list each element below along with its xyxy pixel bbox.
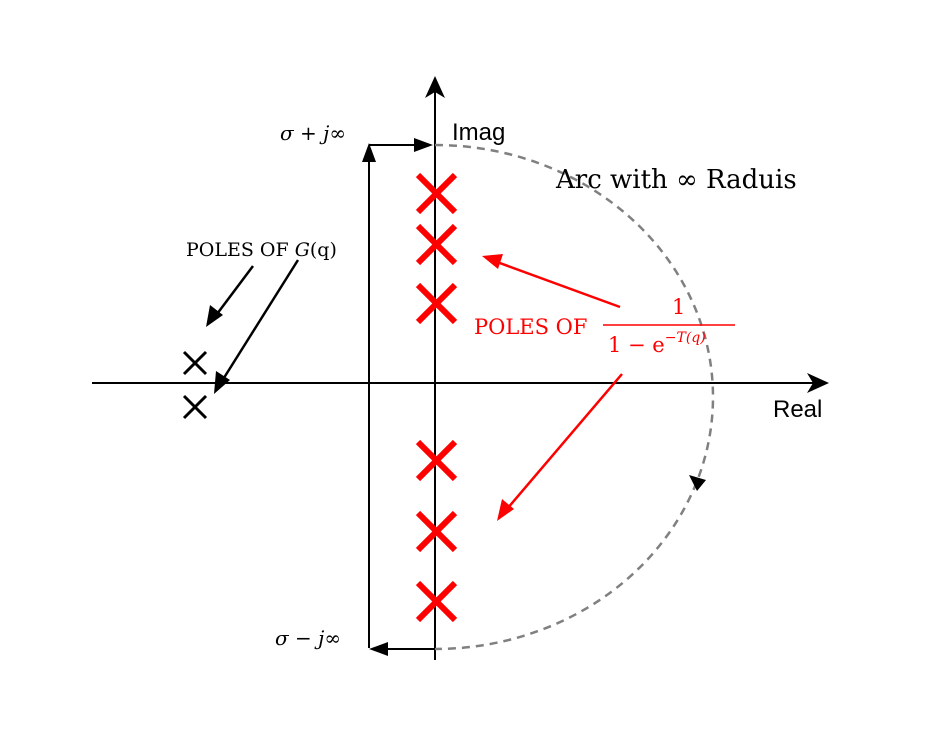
real-axis-arrowhead [807,373,829,393]
periodic-pole-5 [415,510,458,553]
arc-label: Arc with ∞ Raduis [555,165,797,195]
imag-axis-label: Imag [452,119,505,146]
g-poles-arrowhead-upper [206,305,223,327]
g-poles-label: POLES OF G(q) [186,239,337,261]
g-poles-label-prefix: POLES OF [186,239,295,261]
g-poles-arrow-lower [220,259,300,382]
g-poles-arrow-upper [216,265,254,315]
contour-bottom-arrowhead [369,642,388,656]
g-pole-upper [182,350,208,376]
periodic-poles-arrow-upper [496,260,621,309]
periodic-poles-arrowhead-lower [497,499,514,521]
infinite-radius-arc [434,143,715,651]
contour-top-label: σ + j∞ [280,121,346,145]
periodic-poles [415,172,458,623]
periodic-poles-arrow-lower [506,373,623,510]
g-pole-lower [182,394,208,420]
imag-axis-arrowhead [425,76,445,98]
contour-vertical-arrowhead [362,143,376,162]
arc-direction-arrowhead [689,475,706,491]
g-poles [182,350,208,420]
periodic-poles-numerator: 1 [672,295,685,319]
periodic-pole-3 [415,282,458,325]
periodic-poles-denominator: 1 − e−T(q) [608,330,706,357]
contour-bottom-label: σ − j∞ [275,626,341,650]
periodic-poles-denominator-main: 1 − e [608,333,665,357]
periodic-poles-label-prefix: POLES OF [474,315,587,339]
g-poles-arrowhead-lower [214,371,230,394]
real-axis-label: Real [773,396,822,423]
periodic-pole-4 [415,439,458,482]
periodic-pole-1 [415,172,458,215]
periodic-pole-6 [415,580,458,623]
g-poles-label-arg: (q) [310,239,337,261]
g-poles-label-func: G [295,239,310,261]
contour-top-arrowhead [414,138,433,152]
periodic-poles-denominator-exp: −T(q) [665,330,706,346]
periodic-pole-2 [415,223,458,266]
periodic-poles-arrowhead-upper [482,254,503,269]
